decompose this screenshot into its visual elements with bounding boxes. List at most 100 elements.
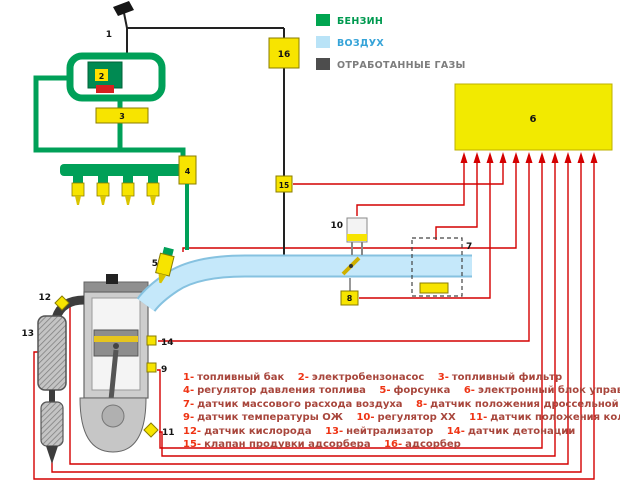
parts-line-4: 9-датчик температуры ОЖ 10-регулятор ХХ … bbox=[183, 411, 620, 424]
wire-injector bbox=[182, 163, 517, 252]
intake-components bbox=[268, 37, 463, 306]
intake-pipe bbox=[136, 254, 472, 313]
fuel-filter bbox=[95, 107, 149, 124]
wire-purge-valve bbox=[293, 163, 504, 185]
part-number: 16- bbox=[384, 439, 403, 451]
fuel-line-loop bbox=[33, 75, 186, 164]
parts-line-3: 7-датчик массового расхода воздуха 8-дат… bbox=[183, 398, 620, 411]
muffler bbox=[40, 401, 64, 447]
main-injector bbox=[155, 246, 175, 284]
legend-label-air: ВОЗДУХ bbox=[337, 38, 384, 49]
spark-plug bbox=[106, 274, 118, 284]
part-number: 4- bbox=[183, 385, 195, 397]
label-10: 10 bbox=[330, 221, 343, 231]
wire-knock-sensor bbox=[158, 163, 530, 342]
label-11: 11 bbox=[162, 428, 175, 438]
part-name: датчик положения дроссельной заслонки bbox=[430, 398, 620, 410]
wire-maf-sensor bbox=[435, 163, 478, 240]
part-number: 1- bbox=[183, 372, 195, 383]
idle-regulator-band bbox=[347, 234, 367, 241]
parts-line-5: 12-датчик кислорода 13-нейтрализатор 14-… bbox=[183, 425, 619, 438]
exhaust-system bbox=[37, 295, 85, 464]
part-number: 2- bbox=[297, 372, 309, 383]
fuel-pump-inlet bbox=[96, 85, 114, 93]
legend-swatch-air bbox=[316, 36, 330, 48]
part-name: датчик детонации bbox=[467, 425, 576, 437]
crank-sensor bbox=[143, 422, 159, 438]
part-name: топливный фильтр bbox=[451, 372, 563, 383]
oxygen-sensor bbox=[54, 295, 70, 311]
parts-list: 1-топливный бак 2-электробензонасос 3-то… bbox=[183, 371, 620, 451]
legend-label-fuel: БЕНЗИН bbox=[337, 16, 383, 27]
label-6: 6 bbox=[530, 114, 537, 125]
engine-sensors bbox=[143, 335, 159, 438]
legend: БЕНЗИН ВОЗДУХ ОТРАБОТАННЫЕ ГАЗЫ bbox=[316, 14, 466, 71]
catalytic-converter bbox=[37, 315, 67, 391]
part-number: 13- bbox=[325, 425, 344, 437]
label-7: 7 bbox=[466, 242, 472, 252]
part-number: 15- bbox=[183, 439, 202, 451]
label-13: 13 bbox=[21, 329, 34, 339]
maf-sensor bbox=[419, 282, 449, 294]
part-number: 14- bbox=[446, 425, 465, 437]
label-1: 1 bbox=[106, 30, 112, 40]
label-16: 16 bbox=[278, 50, 291, 60]
injector-icon bbox=[71, 176, 85, 205]
part-name: датчик кислорода bbox=[204, 425, 312, 437]
part-name: датчик положения коленвала bbox=[490, 412, 620, 424]
coolant-temp-sensor bbox=[146, 362, 157, 373]
legend-label-exhaust: ОТРАБОТАННЫЕ ГАЗЫ bbox=[337, 60, 466, 71]
label-8: 8 bbox=[347, 294, 353, 303]
part-number: 3- bbox=[437, 372, 449, 383]
fuel-circuit bbox=[33, 52, 197, 250]
parts-line-1: 1-топливный бак 2-электробензонасос 3-то… bbox=[183, 371, 619, 384]
exhaust-outlet bbox=[46, 446, 58, 464]
injector-icon bbox=[146, 176, 160, 205]
part-name: форсунка bbox=[393, 385, 451, 397]
part-name: регулятор ХХ bbox=[377, 412, 456, 424]
injector-icon bbox=[96, 176, 110, 205]
adsorber bbox=[268, 37, 300, 69]
connecting-rod bbox=[108, 349, 119, 401]
part-number: 12- bbox=[183, 425, 202, 437]
part-name: датчик массового расхода воздуха bbox=[197, 398, 403, 410]
parts-line-6: 15-клапан продувки адсорбера 16-адсорбер bbox=[183, 438, 619, 451]
wire-coolant-sensor bbox=[157, 163, 543, 449]
ecu-input-arrows bbox=[460, 152, 598, 163]
part-number: 6- bbox=[463, 385, 475, 397]
part-name: регулятор давления топлива bbox=[197, 385, 366, 397]
filler-neck-line bbox=[123, 12, 128, 29]
part-name: электробензонасос bbox=[311, 372, 425, 383]
wire-tps-sensor bbox=[359, 163, 491, 299]
engine-assembly bbox=[79, 274, 149, 453]
label-5: 5 bbox=[152, 259, 158, 269]
piston-ring bbox=[94, 336, 138, 342]
part-number: 9- bbox=[183, 412, 195, 424]
part-name: адсорбер bbox=[405, 439, 461, 451]
label-15: 15 bbox=[279, 181, 289, 190]
fuel-filler-icon bbox=[113, 1, 134, 16]
parts-line-2: 4-регулятор давления топлива 5-форсунка … bbox=[183, 384, 620, 397]
part-number: 10- bbox=[356, 412, 375, 424]
part-number: 7- bbox=[183, 398, 195, 410]
fuel-rail bbox=[60, 164, 186, 176]
piston-pin bbox=[113, 343, 119, 349]
part-name: топливный бак bbox=[197, 372, 285, 383]
vapor-lines bbox=[123, 12, 285, 256]
wire-idle-regulator bbox=[356, 163, 465, 216]
part-number: 5- bbox=[379, 385, 391, 397]
legend-swatch-fuel bbox=[316, 14, 330, 26]
part-name: клапан продувки адсорбера bbox=[204, 439, 371, 451]
label-9: 9 bbox=[161, 365, 167, 375]
maf-sensor-box bbox=[411, 237, 463, 297]
purge-valve bbox=[275, 175, 293, 193]
wire-converter bbox=[33, 163, 595, 480]
throttle-axis bbox=[349, 264, 353, 268]
wire-crank-sensor bbox=[159, 163, 556, 457]
part-number: 11- bbox=[469, 412, 488, 424]
label-14: 14 bbox=[161, 338, 174, 348]
injector-icon bbox=[121, 176, 135, 205]
label-4: 4 bbox=[185, 167, 191, 176]
